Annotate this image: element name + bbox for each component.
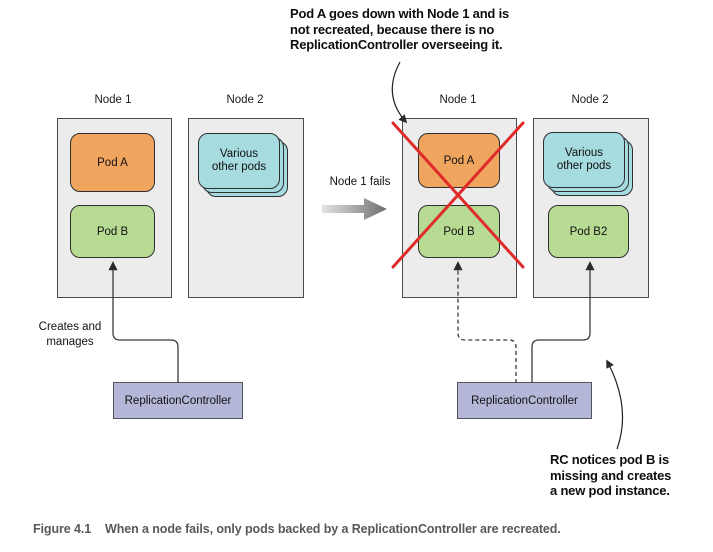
before-various-pods-stack: Various other pods — [198, 133, 296, 205]
top-annotation-arrow — [391, 61, 408, 124]
after-various-pods-label: Various other pods — [556, 146, 612, 173]
before-node2-label: Node 2 — [226, 94, 264, 106]
top-annotation-line1: Pod A goes down with Node 1 and is — [290, 6, 510, 21]
figure-caption-number: Figure 4.1 — [33, 522, 92, 536]
rc-notices-arrow — [606, 359, 624, 450]
after-pod-b: Pod B — [418, 205, 500, 258]
after-various-pods-stack: Various other pods — [543, 132, 641, 204]
after-node2-label: Node 2 — [571, 94, 609, 106]
after-pod-b2: Pod B2 — [548, 205, 629, 258]
figure-caption-text: When a node fails, only pods backed by a… — [105, 522, 561, 536]
before-node1-label: Node 1 — [94, 94, 132, 106]
creates-manages-line1: Creates and — [38, 321, 102, 333]
creates-manages-label: Creates and manages — [20, 320, 120, 350]
rc-notices-line1: RC notices pod B is — [550, 452, 669, 467]
replication-controller-right: ReplicationController — [457, 382, 592, 419]
top-annotation: Pod A goes down with Node 1 and is not r… — [290, 6, 545, 53]
stack-card-front: Various other pods — [198, 133, 280, 189]
after-node1-label: Node 1 — [439, 94, 477, 106]
rc-notices-line3: a new pod instance. — [550, 483, 670, 498]
before-various-pods-label: Various other pods — [211, 147, 267, 174]
rc-notices-annotation: RC notices pod B is missing and creates … — [550, 452, 690, 499]
node1-fails-arrow — [322, 198, 387, 220]
creates-manages-line2: manages — [46, 336, 94, 348]
top-annotation-line2: not recreated, because there is no — [290, 21, 495, 37]
figure-caption: Figure 4.1 When a node fails, only pods b… — [33, 522, 693, 536]
rc-notices-line2: missing and creates — [550, 467, 672, 483]
before-pod-b: Pod B — [70, 205, 155, 258]
after-pod-a: Pod A — [418, 133, 500, 188]
node1-fails-label: Node 1 fails — [329, 176, 391, 188]
replication-controller-left: ReplicationController — [113, 382, 243, 419]
before-pod-a: Pod A — [70, 133, 155, 192]
top-annotation-line3: ReplicationController overseeing it. — [290, 37, 503, 52]
stack-card-front: Various other pods — [543, 132, 625, 188]
